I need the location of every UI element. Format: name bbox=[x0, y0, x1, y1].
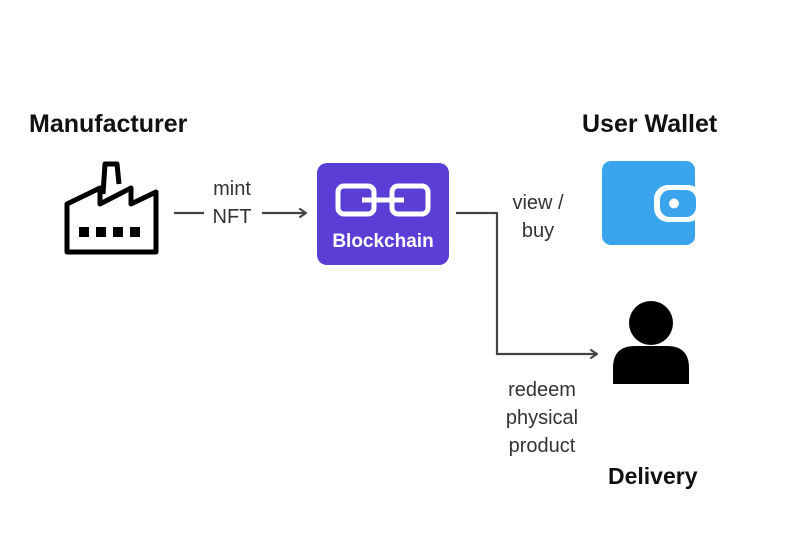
delivery-heading: Delivery bbox=[608, 463, 698, 489]
mint-nft-label: mint NFT bbox=[202, 175, 262, 231]
view-buy-line-2: buy bbox=[521, 220, 555, 242]
manufacturer-heading: Manufacturer bbox=[29, 110, 188, 138]
person-icon bbox=[613, 301, 689, 384]
chain-link-icon bbox=[335, 183, 431, 217]
view-buy-label: view / buy bbox=[498, 189, 578, 245]
redeem-line-1: redeem bbox=[508, 379, 576, 401]
redeem-line-3: product bbox=[508, 435, 576, 457]
user-wallet-heading: User Wallet bbox=[582, 110, 718, 138]
blockchain-node: Blockchain bbox=[317, 163, 449, 265]
blockchain-label: Blockchain bbox=[332, 231, 434, 252]
factory-icon bbox=[64, 161, 159, 255]
mint-label-line-1: mint bbox=[213, 178, 251, 200]
redeem-label: redeem physical product bbox=[496, 376, 588, 460]
view-buy-line-1: view / bbox=[512, 192, 564, 214]
redeem-line-2: physical bbox=[505, 407, 579, 429]
redeem-arrow-path bbox=[456, 211, 598, 359]
mint-label-line-2: NFT bbox=[212, 206, 252, 228]
wallet-icon bbox=[602, 161, 702, 245]
